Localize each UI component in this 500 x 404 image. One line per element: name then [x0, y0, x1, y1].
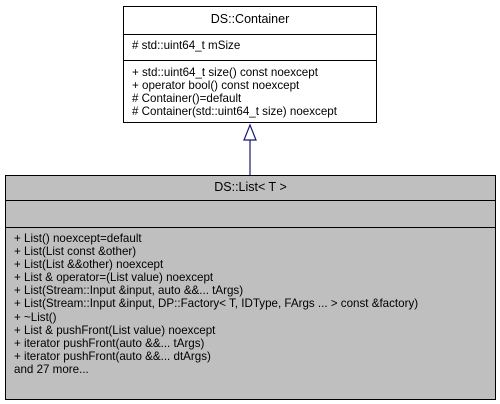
- class-container-attributes: # std::uint64_t mSize: [124, 34, 376, 61]
- operation-row: + List() noexcept=default: [14, 232, 142, 245]
- operation-row: + List(Stream::Input &input, DP::Factory…: [14, 297, 419, 311]
- operation-row: + iterator pushFront(auto &&... tArgs): [14, 336, 205, 350]
- operation-row: + ~List(): [14, 310, 57, 324]
- class-list: DS::List< T > + List() noexcept=default …: [5, 175, 496, 400]
- operation-row: + List & pushFront(List value) noexcept: [14, 323, 216, 337]
- operation-row: + iterator pushFront(auto &&... dtArgs): [14, 349, 211, 363]
- class-list-title: DS::List< T >: [6, 176, 495, 201]
- operation-row: + List(Stream::Input &input, auto &&... …: [14, 284, 244, 298]
- operation-row: # Container()=default: [132, 92, 242, 106]
- class-list-attributes: [6, 200, 495, 228]
- operation-row: + List & operator=(List value) noexcept: [14, 271, 214, 285]
- attribute-row: # std::uint64_t mSize: [132, 39, 241, 52]
- class-list-operations: + List() noexcept=default + List(List co…: [6, 228, 495, 400]
- more-members-link[interactable]: and 27 more...: [14, 362, 89, 376]
- operation-row: + List(List &&other) noexcept: [14, 258, 164, 272]
- operation-row: + List(List const &other): [14, 245, 137, 259]
- class-container[interactable]: DS::Container # std::uint64_t mSize + st…: [123, 6, 377, 123]
- operation-row: # Container(std::uint64_t size) noexcept: [132, 105, 337, 119]
- class-container-operations: + std::uint64_t size() const noexcept + …: [124, 61, 376, 123]
- class-container-title: DS::Container: [124, 7, 376, 35]
- operation-row: + std::uint64_t size() const noexcept: [132, 66, 318, 79]
- operation-row: + operator bool() const noexcept: [132, 79, 300, 93]
- inheritance-arrowhead: [243, 123, 257, 141]
